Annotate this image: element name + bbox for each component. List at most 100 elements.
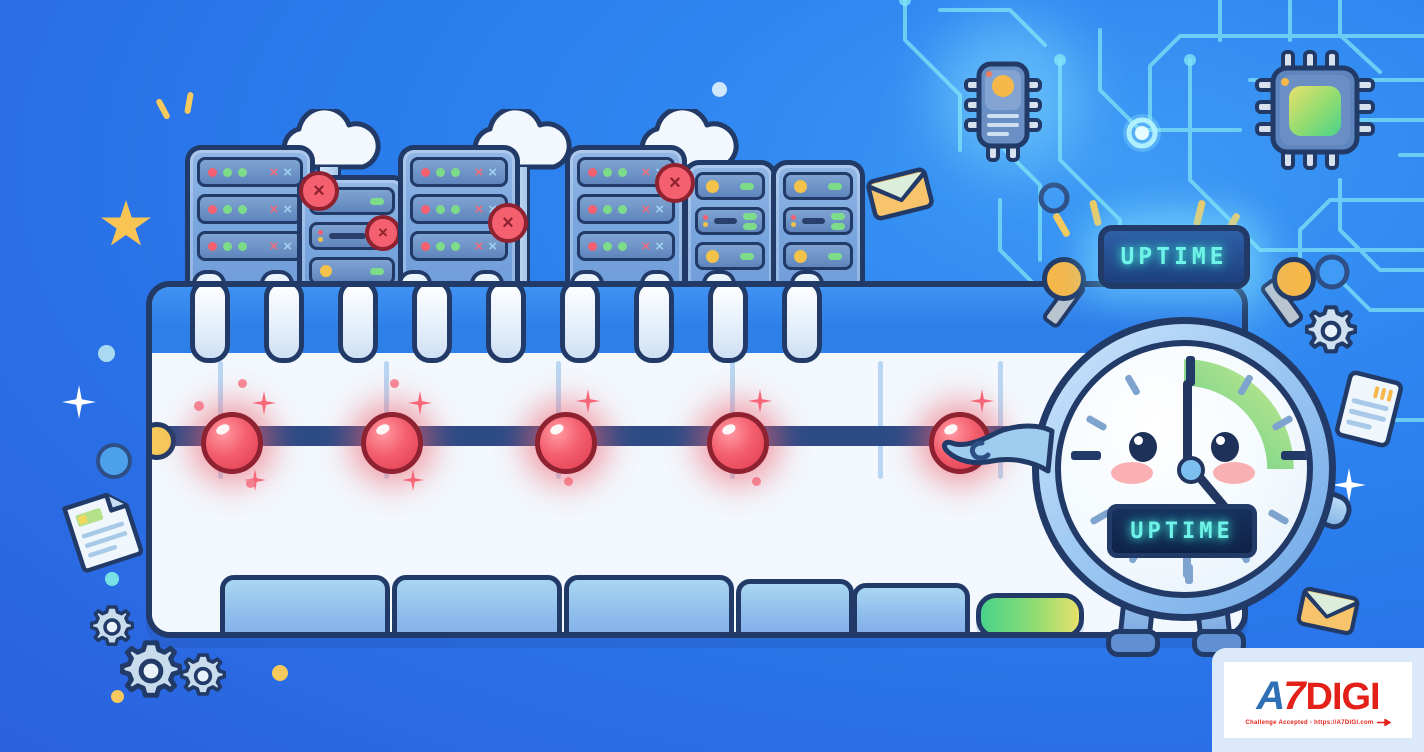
uptime-badge-label: UPTIME <box>1120 244 1228 270</box>
decor-dot <box>272 665 288 681</box>
decor-dot <box>752 477 761 486</box>
decor-dot <box>105 572 119 586</box>
grid-line <box>998 361 1003 479</box>
status-x-icon: × <box>283 200 292 218</box>
logo-letter-7: 7 <box>1283 674 1306 718</box>
clock-blush-left <box>1111 462 1153 484</box>
panel-tab[interactable] <box>708 287 748 363</box>
server-slot: ×× <box>197 194 303 224</box>
uptime-badge: UPTIME <box>1098 225 1250 289</box>
server-slot: ×× <box>410 231 508 261</box>
clock-foot <box>1106 629 1160 657</box>
status-x-icon: × <box>474 237 484 255</box>
brand-logo[interactable]: A 7 DIGI Challenge Accepted - https://A7… <box>1212 648 1424 752</box>
decor-dot <box>712 82 727 97</box>
gear-icon <box>1305 305 1357 354</box>
panel-tab[interactable] <box>412 287 452 363</box>
panel-tab[interactable] <box>634 287 674 363</box>
panel-tab[interactable] <box>190 287 230 363</box>
logo-inner: A 7 DIGI Challenge Accepted - https://A7… <box>1224 662 1412 738</box>
status-x-icon: × <box>488 237 497 255</box>
uptime-clock-character: UPTIME <box>942 225 1357 657</box>
server-slot <box>695 207 765 235</box>
panel-tab[interactable] <box>486 287 526 363</box>
clock-tick <box>1071 451 1101 460</box>
server-slot <box>783 242 853 270</box>
status-x-icon: × <box>269 200 279 218</box>
status-x-icon: × <box>474 163 484 181</box>
server-slot: ×× <box>197 231 303 261</box>
status-card[interactable] <box>736 579 854 632</box>
status-x-icon: × <box>488 163 497 181</box>
decor-dot <box>98 345 115 362</box>
decor-dot <box>390 379 399 388</box>
status-card[interactable] <box>852 583 970 632</box>
cpu-chip-icon <box>1255 50 1375 170</box>
panel-tab[interactable] <box>782 287 822 363</box>
server-slot <box>695 172 765 200</box>
document-icon <box>62 492 144 573</box>
panel-tab[interactable] <box>338 287 378 363</box>
uptime-display-label: UPTIME <box>1130 518 1234 544</box>
memory-chip-icon <box>964 61 1042 162</box>
gear-icon <box>180 653 226 696</box>
incident-node[interactable] <box>707 412 769 474</box>
star-icon <box>101 200 151 246</box>
spark-tick <box>184 91 194 115</box>
server-alert-badge: × <box>299 171 339 211</box>
logo-wordmark: A 7 DIGI <box>1256 674 1381 719</box>
clock-hand-pivot <box>1177 456 1205 484</box>
status-x-icon: × <box>655 200 664 218</box>
alert-x-icon: × <box>313 179 325 202</box>
status-card-ok[interactable] <box>976 593 1084 632</box>
status-x-icon: × <box>474 200 484 218</box>
envelope-icon <box>866 167 934 221</box>
server-slot: ×× <box>410 157 508 187</box>
clock-tick <box>1281 451 1307 460</box>
incident-node[interactable] <box>361 412 423 474</box>
incident-node[interactable] <box>535 412 597 474</box>
spark-tick <box>1088 199 1103 227</box>
incident-node[interactable] <box>201 412 263 474</box>
uptime-gauge-arc <box>1184 359 1294 469</box>
uptime-dashboard-panel <box>146 281 1248 638</box>
server-alert-badge: × <box>365 215 401 251</box>
document-icon <box>1335 370 1403 448</box>
clock-eye-right <box>1211 432 1239 462</box>
clock-face: UPTIME <box>1055 340 1313 598</box>
bell-icon <box>1042 257 1086 301</box>
logo-letter-a: A <box>1256 674 1285 718</box>
clock-tick <box>1185 564 1193 584</box>
bell-icon <box>1272 257 1316 301</box>
status-x-icon: × <box>283 237 292 255</box>
circuit-node-icon <box>1123 114 1161 152</box>
spark-tick <box>155 97 171 121</box>
clock-pointing-arm <box>942 423 1055 474</box>
status-x-icon: × <box>641 237 651 255</box>
server-slot <box>783 172 853 200</box>
server-slot: ×× <box>577 231 675 261</box>
status-card[interactable] <box>392 575 562 632</box>
alert-x-icon: × <box>502 211 514 234</box>
panel-tab[interactable] <box>560 287 600 363</box>
clock-blush-right <box>1213 462 1255 484</box>
status-x-icon: × <box>269 237 279 255</box>
server-slot <box>695 242 765 270</box>
decor-dot <box>194 401 204 411</box>
server-slot: ×× <box>197 157 303 187</box>
status-x-icon: × <box>641 200 651 218</box>
status-card[interactable] <box>220 575 390 632</box>
server-alert-badge: × <box>655 163 695 203</box>
status-x-icon: × <box>269 163 279 181</box>
logo-text-digi: DIGI <box>1305 676 1381 718</box>
gear-icon <box>90 605 134 646</box>
logo-tagline-row: Challenge Accepted - https://A7DIGI.com <box>1245 719 1391 726</box>
panel-tab[interactable] <box>264 287 304 363</box>
status-x-icon: × <box>641 163 651 181</box>
server-slot <box>309 257 395 285</box>
clock-tick <box>1186 356 1195 386</box>
clock-body: UPTIME <box>1032 317 1336 621</box>
server-rack-group-1: ×× ×× ×× <box>185 109 407 315</box>
status-card[interactable] <box>564 575 734 632</box>
